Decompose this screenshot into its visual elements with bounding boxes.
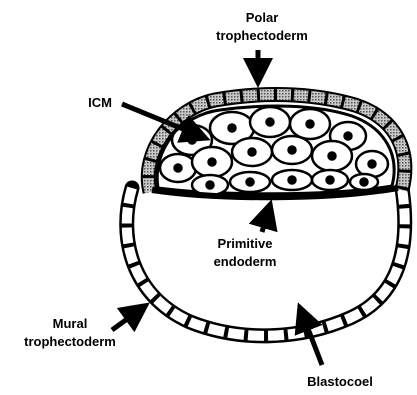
polar-label-line2: trophectoderm xyxy=(216,28,308,43)
icm-cell-nucleus xyxy=(175,165,182,172)
primitive-arrow xyxy=(262,205,270,232)
polar-label-line1: Polar xyxy=(246,10,279,25)
icm-cell-nucleus xyxy=(329,153,336,160)
mural-label-line2: trophectoderm xyxy=(24,334,116,349)
icm-cell-nucleus xyxy=(207,182,214,189)
icm-label: ICM xyxy=(88,95,112,110)
icm-cell-nucleus xyxy=(267,119,274,126)
icm-cell-nucleus xyxy=(289,147,296,154)
icm-cell-nucleus xyxy=(361,179,368,186)
icm-cell-nucleus xyxy=(327,177,334,184)
icm-cell-nucleus xyxy=(289,177,296,184)
icm-cell-nucleus xyxy=(369,161,376,168)
primitive-label-line2: endoderm xyxy=(214,254,277,269)
icm-cell-nucleus xyxy=(189,137,196,144)
icm-cell-nucleus xyxy=(229,125,236,132)
icm-cell-nucleus xyxy=(209,159,216,166)
mural-arrow xyxy=(112,306,145,330)
blastocoel-label: Blastocoel xyxy=(307,374,373,389)
icm-cell-nucleus xyxy=(307,121,314,128)
icm-cell-nucleus xyxy=(345,133,352,140)
mural-label-line1: Mural xyxy=(53,316,88,331)
icm-cell-nucleus xyxy=(249,149,256,156)
inner-cell-mass xyxy=(157,106,394,195)
icm-cell-nucleus xyxy=(247,179,254,186)
primitive-label-line1: Primitive xyxy=(218,236,273,251)
